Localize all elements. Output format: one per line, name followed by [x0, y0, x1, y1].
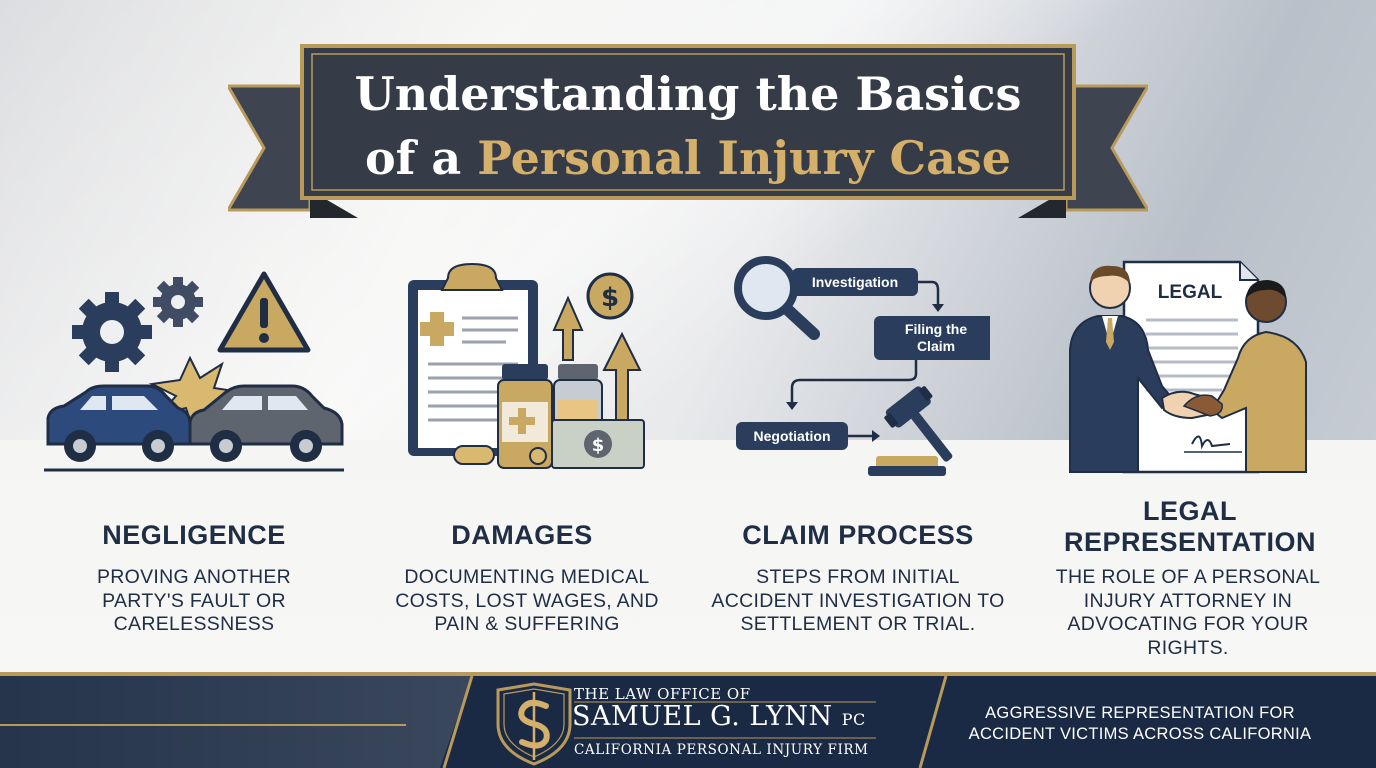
blue-car-icon: [46, 384, 192, 462]
banner-title-line2: of a Personal Injury Case: [300, 126, 1076, 190]
step-filing-claim: Filing the Claim: [874, 316, 990, 360]
warning-icon: [217, 271, 311, 353]
firm-shield-logo: [496, 682, 572, 766]
svg-text:Investigation: Investigation: [812, 274, 898, 290]
firm-name-prefix: THE LAW OFFICE OF: [574, 685, 751, 703]
legal-representation-description: THE ROLE OF A PERSONAL INJURY ATTORNEY I…: [1055, 566, 1321, 659]
attorney-figure: [1069, 265, 1174, 473]
svg-text:$: $: [592, 435, 605, 456]
small-gear-icon: [153, 277, 203, 327]
claim-process-description: STEPS FROM INITIAL ACCIDENT INVESTIGATIO…: [711, 566, 1005, 635]
rising-costs-arrow-icon: [552, 295, 642, 421]
damages-title: DAMAGES: [451, 520, 593, 550]
background-floor: [0, 440, 1376, 676]
banner-title: Understanding the Basics of a Personal I…: [300, 62, 1076, 190]
gavel-icon: [868, 386, 953, 476]
handshake-hands-icon: [1160, 390, 1223, 420]
firm-name-main: SAMUEL G. LYNN: [572, 701, 833, 732]
svg-text:Filing the: Filing the: [905, 321, 967, 337]
clipboard-icon: [408, 262, 538, 456]
claim-process-title: CLAIM PROCESS: [742, 520, 974, 550]
gray-car-icon: [188, 384, 344, 462]
firm-name-suffix: PC: [841, 710, 866, 729]
banner-title-line1: Understanding the Basics: [354, 67, 1022, 121]
negligence-title: NEGLIGENCE: [102, 520, 286, 550]
banner-title-accent: Personal Injury Case: [477, 131, 1012, 185]
banner-title-plain: of a: [364, 131, 462, 185]
dollar-coin-icon: $: [586, 272, 634, 320]
negligence-description: PROVING ANOTHER PARTY'S FAULT OR CARELES…: [96, 566, 292, 635]
firm-subtitle: CALIFORNIA PERSONAL INJURY FIRM: [574, 742, 869, 758]
legal-representation-title-line2: REPRESENTATION: [1063, 527, 1317, 557]
damages-description: DOCUMENTING MEDICAL COSTS, LOST WAGES, A…: [395, 566, 659, 635]
footer-left-panel: [0, 676, 470, 768]
car-accident-icon: [44, 271, 344, 472]
firm-name: SAMUEL G. LYNN PC: [572, 701, 866, 732]
client-figure: [1210, 280, 1307, 473]
handshake-icon: LEGAL: [1069, 260, 1307, 474]
svg-text:$: $: [601, 283, 619, 313]
svg-text:Negotiation: Negotiation: [754, 428, 831, 444]
gear-icon: [72, 292, 152, 372]
footer-tagline: AGGRESSIVE REPRESENTATION FOR ACCIDENT V…: [968, 704, 1312, 743]
medical-costs-icon: $ $: [408, 262, 645, 469]
title-banner: [228, 44, 1148, 218]
footer-accent-line: [0, 724, 406, 726]
pills-icon: [453, 445, 547, 465]
step-investigation: Investigation: [792, 268, 918, 296]
legal-representation-title: LEGAL REPRESENTATION: [1020, 496, 1360, 558]
claim-flow-icon: Investigation Filing the Claim Negotiati…: [734, 256, 990, 476]
step-negotiation: Negotiation: [736, 422, 848, 450]
svg-text:Claim: Claim: [917, 338, 955, 354]
legal-representation-title-line1: LEGAL: [1143, 496, 1237, 526]
svg-text:LEGAL: LEGAL: [1158, 282, 1223, 303]
cash-icon: $: [551, 419, 645, 469]
footer-frame: [440, 676, 948, 768]
